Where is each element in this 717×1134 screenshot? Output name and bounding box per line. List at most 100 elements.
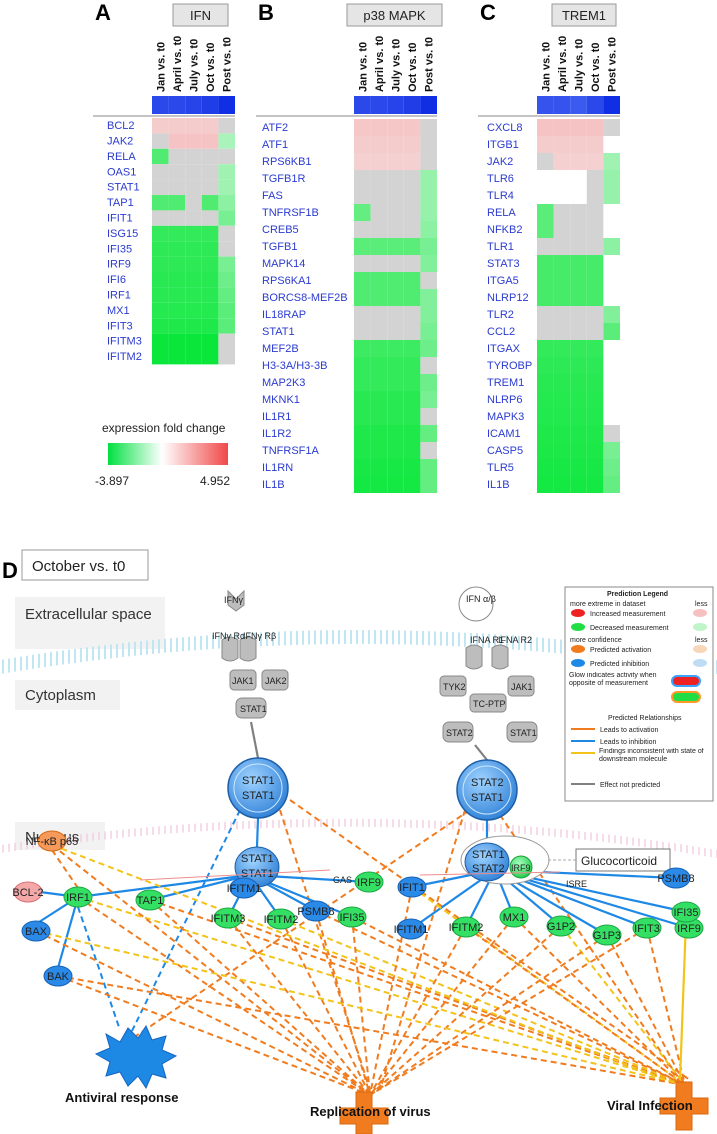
gene-label: IL1B [262,479,285,491]
heatmap-cell [185,164,202,180]
heatmap-cell [387,340,404,357]
edge-to-viral-9 [560,925,686,1086]
heatmap-cell [185,333,202,349]
heatmap-cell [152,148,169,165]
heatmap-cell [537,289,554,306]
heatmap-cell [354,357,371,374]
legend-glow-text-wrapper: Glow indicates activity when opposite of… [569,672,657,687]
heatmap-cell [168,195,186,211]
heatmap-cell [218,302,235,319]
node-label: PSMB8 [657,873,694,885]
viral-infection-label: Viral Infection [607,1098,693,1113]
heatmap-cell [403,187,421,204]
edge-ifi35-viral [678,919,688,1081]
node-nfkb: NF-κB p65 [26,830,78,852]
jak1-left-shape [229,669,257,691]
heatmap-cell [420,238,437,255]
heatmap-cell [354,476,371,493]
heatmap-cell [603,408,620,425]
heatmap-cell [570,459,587,476]
gene-label: STAT1 [262,326,295,338]
nuclear-stat1-dimer: STAT1 STAT1 [234,846,280,888]
header-cell [201,96,219,114]
heatmap-cell [403,289,421,306]
node-label: BAK [47,971,70,983]
heatmap-cell [537,340,554,357]
heatmap-cell [218,179,235,195]
ifngr-alpha-label: IFNγ Rα [212,631,245,641]
panel-title-box [551,3,617,27]
tyk2-label: TYK2 [443,682,466,692]
heatmap-cell [201,333,219,349]
dna-promoter-lines [139,869,561,881]
heatmap-cell [537,391,554,408]
heatmap-cell [420,306,437,323]
heatmap-cell [570,119,587,136]
heatmap-cell [586,255,604,272]
stat2-right-shape [442,721,474,743]
heatmap-cell [218,349,235,365]
heatmap-cell [370,306,388,323]
isgf3-irf9: IRF9 [511,863,531,873]
heatmap-cell [553,238,571,255]
heatmap-cell [168,256,186,272]
node-shape [354,871,384,893]
heatmap-cell [586,119,604,136]
heatmap-cell [553,459,571,476]
panel-letter-a: A [95,0,111,25]
column-label: Jan vs. t0 [357,42,369,92]
ifngr-beta-shape [239,636,257,662]
heatmap-cell [570,323,587,340]
header-cell [152,96,169,114]
plasma-membrane [0,630,717,674]
column-label: April vs. t0 [172,36,184,92]
heatmap-cell [152,241,169,257]
heatmap-cell [387,238,404,255]
node-label: IFI35 [339,912,364,924]
heatmap-cell [570,153,587,170]
gene-label: CXCL8 [487,122,522,134]
isgf3-complex: STAT1 STAT2 IRF9 [460,835,550,885]
node-shape [37,830,67,852]
heatmap-cell [354,238,371,255]
heatmap-cell [537,136,554,153]
heatmap-cell [168,133,186,149]
heatmap-cell [370,357,388,374]
heatmap-cell [603,187,620,204]
heatmap-cell [201,302,219,319]
heatmap-cell [201,318,219,334]
heatmap-cell [218,210,235,226]
legend-glow-green-swatch [671,691,701,703]
heatmap-cell [537,204,554,221]
node-g1p2: G1P2 [546,915,576,937]
panel-d-title-box [21,549,149,581]
heatmap-cell [218,256,235,272]
gene-label: NLRP12 [487,292,529,304]
nuclear-left-stat1-a: STAT1 [241,853,274,865]
node-bax: BAX [21,920,51,942]
gene-label: ATF2 [262,122,288,134]
legend-leads-inhibition: Leads to inhibition [600,739,657,746]
heatmap-cell [586,221,604,238]
panel-title-box [172,3,229,27]
header-cell [420,96,437,114]
heatmap-cell [403,425,421,442]
heatmap-cell [152,195,169,211]
heatmap-cell [537,187,554,204]
heatmap-cell [201,164,219,180]
node-shape [661,867,691,889]
node-shape [43,965,73,987]
complex-right-stat1: STAT1 [471,792,504,804]
stat1-left-shape [235,697,267,719]
heatmap-cell [586,187,604,204]
gene-label: MKNK1 [262,394,300,406]
heatmap-cell [570,221,587,238]
heatmap-cell [537,476,554,493]
complex-left-stat1-a: STAT1 [242,775,275,787]
gene-label: TYROBP [487,360,532,372]
column-label: Post vs. t0 [222,37,234,92]
heatmap-cell [420,170,437,187]
stat1-right-shape [506,721,538,743]
heatmap-cell [185,302,202,319]
